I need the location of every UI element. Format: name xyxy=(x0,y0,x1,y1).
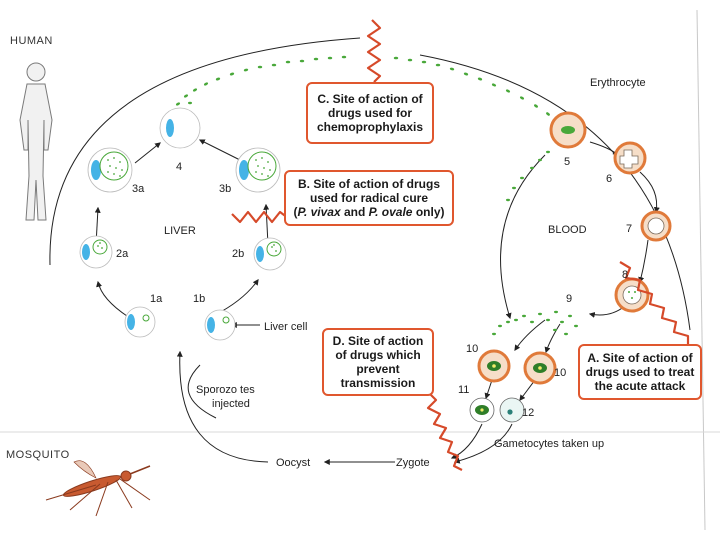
label-erythrocyte: Erythrocyte xyxy=(590,77,646,89)
label-zygote: Zygote xyxy=(396,457,430,469)
label-sporozoites-line1: Sporozo tes xyxy=(196,384,255,396)
drug-box-b-line3-open: ( xyxy=(293,205,298,219)
drug-box-b-line3-and: and xyxy=(340,205,369,219)
erythrocyte-6 xyxy=(613,141,647,175)
section-label-blood: BLOOD xyxy=(548,224,587,236)
drug-box-d-line4: transmission xyxy=(340,376,416,390)
liver-cells xyxy=(79,107,287,341)
drug-action-zigzags xyxy=(231,19,690,471)
stage-6: 6 xyxy=(606,173,612,185)
drug-box-b-line1: B. Site of action of drugs xyxy=(297,177,440,191)
zigzag-b xyxy=(231,210,289,224)
stage-5: 5 xyxy=(564,156,570,168)
stage-2b: 2b xyxy=(232,248,244,260)
zigzag-d xyxy=(426,391,463,471)
liver-cell-3a xyxy=(87,147,133,193)
section-label-mosquito: MOSQUITO xyxy=(6,449,70,461)
drug-box-d-line1: D. Site of action xyxy=(332,334,424,348)
liver-cell-1a xyxy=(124,306,156,338)
liver-cell-1b xyxy=(204,309,236,341)
drug-box-c-line3: chemoprophylaxis xyxy=(316,120,424,134)
zigzag-a xyxy=(619,261,690,346)
drug-box-c-line1: C. Site of action of xyxy=(317,92,423,106)
stage-1b: 1b xyxy=(193,293,205,305)
drug-box-a-line2: drugs used to treat xyxy=(585,365,695,379)
stage-10b: 10 xyxy=(554,367,566,379)
section-label-liver: LIVER xyxy=(164,225,196,237)
drug-box-b-radical-cure: B. Site of action of drugs used for radi… xyxy=(284,170,454,226)
cycle-arc-human xyxy=(49,37,361,266)
erythrocyte-5 xyxy=(549,111,587,149)
label-gametocytes-taken-up: Gametocytes taken up xyxy=(494,438,604,450)
drug-box-b-line2: used for radical cure xyxy=(309,191,429,205)
stage-3b: 3b xyxy=(219,183,231,195)
liver-cell-2a xyxy=(79,235,113,269)
gametocyte-cell-10a xyxy=(477,349,511,383)
stage-3a: 3a xyxy=(132,183,145,195)
drug-box-b-species-ovale: P. ovale xyxy=(368,205,413,219)
label-oocyst: Oocyst xyxy=(276,457,310,469)
label-sporozoites-line2: injected xyxy=(212,398,250,410)
drug-box-b-line3: (P. vivax and P. ovale only) xyxy=(286,205,452,219)
liver-cell-4 xyxy=(159,107,201,149)
stage-12: 12 xyxy=(522,407,534,419)
stage-8: 8 xyxy=(622,269,628,281)
zigzag-c xyxy=(366,19,382,83)
drug-box-b-species-vivax: P. vivax xyxy=(297,205,341,219)
drug-box-a-line1: A. Site of action of xyxy=(587,351,693,365)
liver-cell-3b xyxy=(235,147,281,193)
stage-numbers: 1a 1b 2a 2b 3a 3b 4 5 6 7 8 9 10 10 11 1… xyxy=(116,156,632,419)
human-figure-icon xyxy=(19,62,53,221)
section-label-human: HUMAN xyxy=(10,35,53,47)
stage-4: 4 xyxy=(176,161,182,173)
cycle-arc-blood xyxy=(419,54,691,331)
stage-10a: 10 xyxy=(466,343,478,355)
stage-1a: 1a xyxy=(150,293,163,305)
drug-box-a-acute-attack: A. Site of action of drugs used to treat… xyxy=(578,344,702,400)
stage-9: 9 xyxy=(566,293,572,305)
stage-7: 7 xyxy=(626,223,632,235)
merozoite-dots xyxy=(492,150,578,336)
drug-box-d-line2: of drugs which xyxy=(335,348,421,362)
erythrocyte-7 xyxy=(640,210,672,242)
stage-2a: 2a xyxy=(116,248,129,260)
erythrocyte-8 xyxy=(614,277,650,313)
drug-box-d-line3: prevent xyxy=(356,362,400,376)
gametocyte-11 xyxy=(469,397,495,423)
gametocyte-cell-10b xyxy=(523,351,557,385)
drug-box-c-line2: drugs used for xyxy=(327,106,412,120)
drug-box-a-line3: the acute attack xyxy=(594,379,686,393)
stage-11: 11 xyxy=(458,384,469,396)
drug-box-b-line3-close: only) xyxy=(412,205,445,219)
drug-box-c-chemoprophylaxis: C. Site of action of drugs used for chem… xyxy=(306,82,434,144)
page-frame xyxy=(0,9,720,531)
label-liver-cell: Liver cell xyxy=(264,321,307,333)
mosquito-icon xyxy=(45,460,151,517)
drug-box-d-transmission: D. Site of action of drugs which prevent… xyxy=(322,328,434,396)
blood-cells xyxy=(469,111,672,423)
gametocyte-12 xyxy=(499,397,525,423)
arrow-sporozoites xyxy=(187,364,217,419)
liver-cell-2b xyxy=(253,237,287,271)
